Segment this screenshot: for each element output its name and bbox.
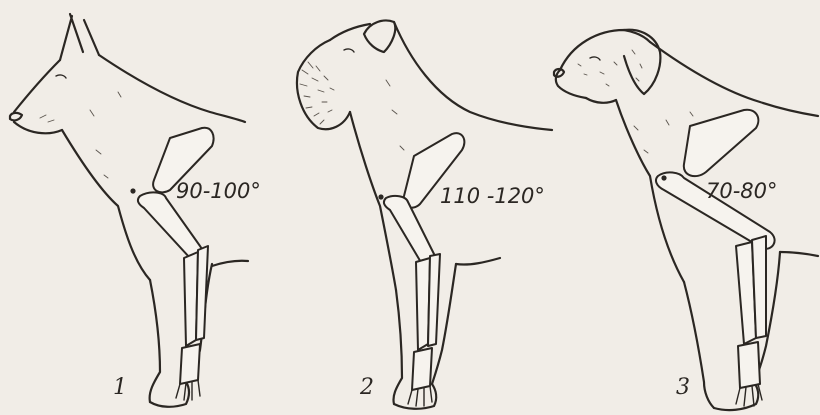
panel-2-angle-label: 110 -120° <box>440 184 545 208</box>
panel-1-angle-label: 90-100° <box>176 179 261 203</box>
panel-3-angle-label: 70-80° <box>706 179 778 203</box>
panel-2-number: 2 <box>359 375 374 400</box>
panel-1-number: 1 <box>113 375 127 400</box>
panel-3-number: 3 <box>676 375 690 400</box>
